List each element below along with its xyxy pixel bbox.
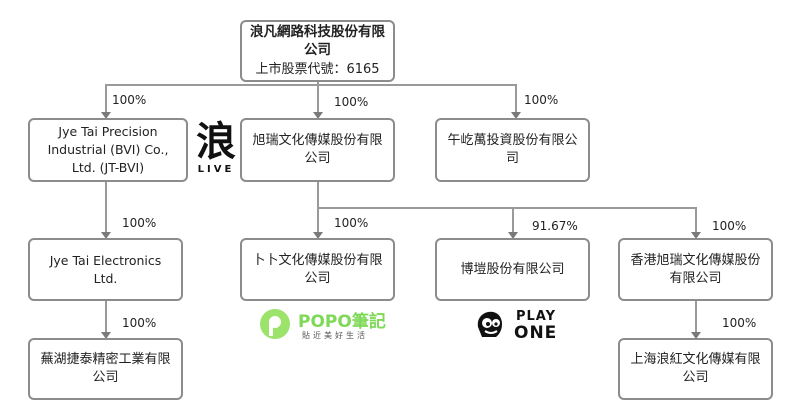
- company-box-jye-tai-electronics: Jye Tai Electronics Ltd.: [28, 238, 183, 301]
- company-box-bubu: 卜卜文化傳媒股份有限公司: [240, 238, 395, 301]
- pct-shanghai: 100%: [722, 316, 757, 330]
- pct-jye-tai-electronics: 100%: [122, 216, 157, 230]
- popo-logo-mark: [260, 309, 290, 339]
- company-name: 蕪湖捷泰精密工業有限公司: [40, 352, 171, 385]
- company-name: Jye Tai Electronics Ltd.: [49, 252, 162, 286]
- company-name: 上海浪紅文化傳媒有限公司: [630, 352, 761, 385]
- company-box-xurui: 旭瑞文化傳媒股份有限公司: [240, 118, 395, 182]
- company-box-hk-xurui: 香港旭瑞文化傳媒股份有限公司: [618, 238, 773, 301]
- playone-logo-line2: ONE: [514, 323, 558, 343]
- popo-logo-sub: 貼近美好生活: [302, 331, 368, 340]
- popo-logo-text: POPO筆記: [298, 312, 386, 332]
- pct-wuhu: 100%: [122, 316, 157, 330]
- company-box-wuyiwan: 午屹萬投資股份有限公司: [435, 118, 590, 182]
- playone-logo-line1: PLAY: [516, 309, 557, 324]
- live-logo-glyph: 浪: [196, 119, 236, 165]
- company-name: 卜卜文化傳媒股份有限公司: [252, 252, 383, 286]
- company-box-bokai: 博塏股份有限公司: [435, 238, 590, 301]
- pct-jt-bvi: 100%: [112, 93, 147, 107]
- company-box-shanghai: 上海浪紅文化傳媒有限公司: [618, 338, 773, 400]
- root-company-name: 浪凡網路科技股份有限公司: [250, 24, 385, 58]
- popo-logo: POPO筆記 貼近美好生活: [258, 305, 388, 345]
- pct-bokai: 91.67%: [532, 219, 578, 233]
- company-name: 午屹萬投資股份有限公司: [447, 133, 578, 166]
- live-logo-text: LIVE: [197, 164, 235, 175]
- company-box-jt-bvi: Jye Tai Precision Industrial (BVI) Co., …: [28, 118, 188, 182]
- stock-code: 上市股票代號：6165: [255, 62, 380, 77]
- company-name: 旭瑞文化傳媒股份有限公司: [252, 133, 383, 166]
- root-company-box: 浪凡網路科技股份有限公司 上市股票代號：6165: [240, 20, 395, 82]
- company-box-wuhu: 蕪湖捷泰精密工業有限公司: [28, 338, 183, 400]
- pct-wuyiwan: 100%: [524, 93, 559, 107]
- pct-bubu: 100%: [334, 216, 369, 230]
- playone-mascot-icon: [477, 311, 502, 337]
- live-logo: 浪 LIVE: [192, 120, 240, 176]
- pct-xurui: 100%: [334, 95, 369, 109]
- company-name: 博塏股份有限公司: [460, 261, 565, 277]
- pct-hk-xurui: 100%: [712, 219, 747, 233]
- company-name: 香港旭瑞文化傳媒股份有限公司: [630, 252, 761, 286]
- playone-logo: PLAY ONE: [472, 305, 572, 345]
- company-name: Jye Tai Precision Industrial (BVI) Co., …: [47, 124, 169, 175]
